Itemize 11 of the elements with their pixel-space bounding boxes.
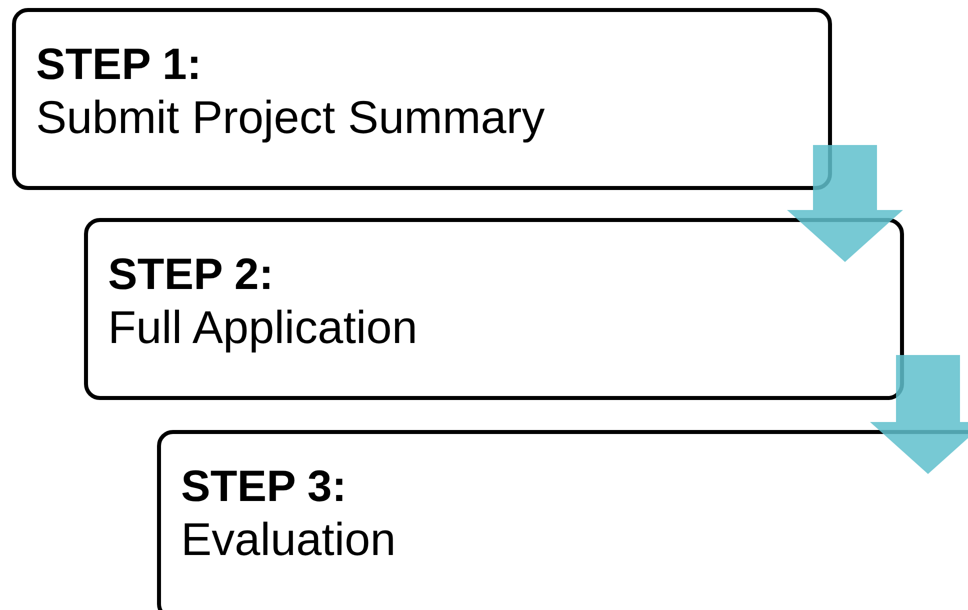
step-heading: STEP 2: (108, 250, 274, 300)
step-box (84, 218, 904, 400)
step-description: Submit Project Summary (36, 90, 545, 144)
step-description: Full Application (108, 300, 418, 354)
step-heading: STEP 1: (36, 40, 202, 90)
step-box (12, 8, 832, 190)
step-box (157, 430, 968, 610)
step-description: Evaluation (181, 512, 396, 566)
down-arrow (787, 145, 903, 262)
down-arrow (870, 355, 968, 474)
step-heading: STEP 3: (181, 462, 346, 512)
